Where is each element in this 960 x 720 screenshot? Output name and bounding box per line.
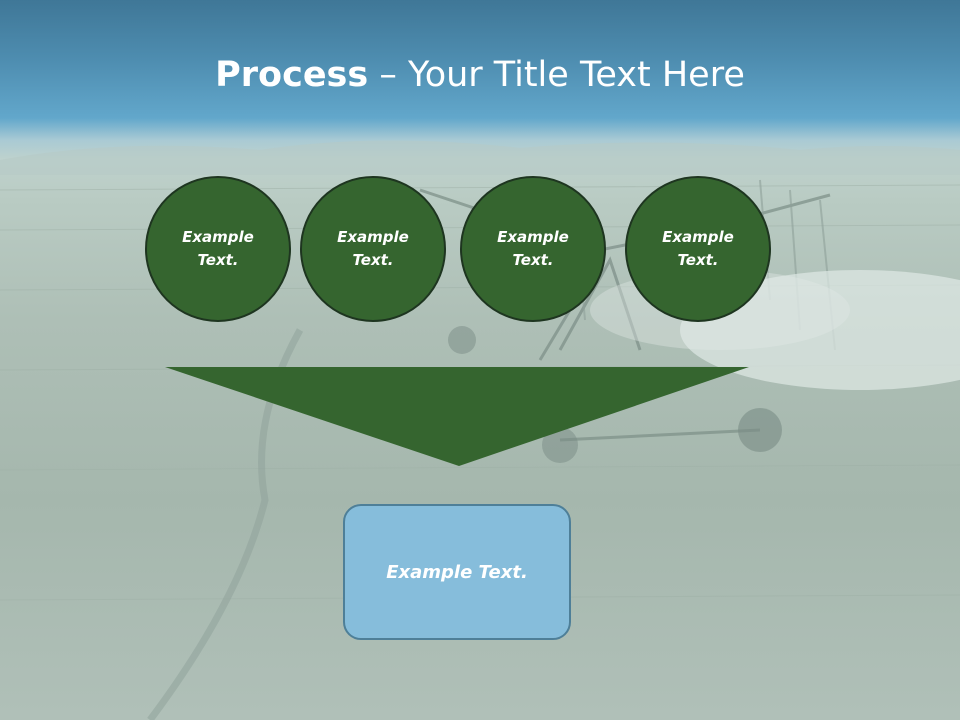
result-label: Example Text. bbox=[386, 561, 528, 583]
funnel-arrow bbox=[165, 367, 749, 466]
title-bold-part: Process bbox=[215, 55, 369, 95]
step-label-line1: Example bbox=[662, 228, 734, 246]
title-rest-part: – Your Title Text Here bbox=[368, 55, 745, 95]
step-label-line1: Example bbox=[497, 228, 569, 246]
step-label-line2: Text. bbox=[512, 251, 554, 269]
step-label-line1: Example bbox=[182, 228, 254, 246]
step-label-line2: Text. bbox=[677, 251, 719, 269]
funnel-triangle bbox=[165, 367, 749, 466]
step-label-line1: Example bbox=[337, 228, 409, 246]
slide-title: Process – Your Title Text Here bbox=[0, 52, 960, 98]
step-label-line2: Text. bbox=[197, 251, 239, 269]
result-box[interactable]: Example Text. bbox=[343, 504, 571, 640]
step-label-line2: Text. bbox=[352, 251, 394, 269]
